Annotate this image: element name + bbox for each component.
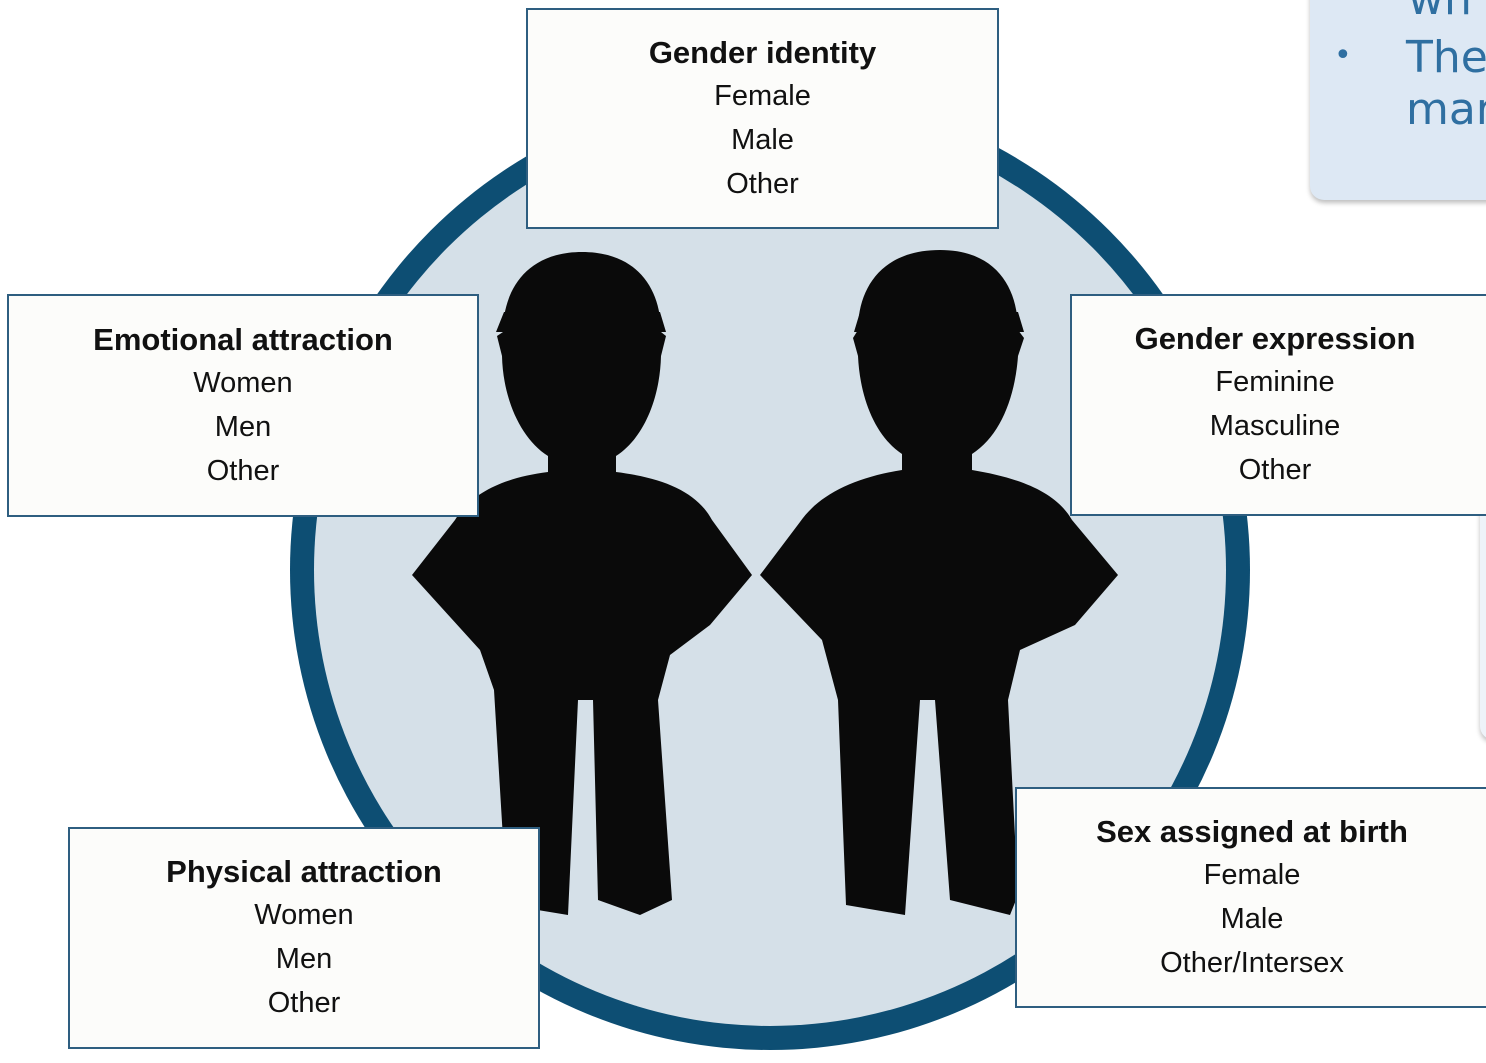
gender-identity-box: Gender identity Female Male Other: [526, 8, 999, 229]
physical-attraction-option: Other: [267, 987, 341, 1019]
physical-attraction-box: Physical attraction Women Men Other: [68, 827, 540, 1049]
emotional-attraction-title: Emotional attraction: [93, 321, 393, 357]
gender-identity-title: Gender identity: [648, 34, 877, 70]
sex-assigned-option: Other/Intersex: [1160, 946, 1344, 979]
emotional-attraction-option: Other: [206, 454, 280, 487]
physical-attraction-option: Women: [254, 899, 354, 931]
emotional-attraction-box: Emotional attraction Women Men Other: [7, 294, 479, 517]
emotional-attraction-option: Men: [214, 410, 272, 443]
gender-expression-box: Gender expression Feminine Masculine Oth…: [1070, 294, 1486, 516]
gender-identity-option: Female: [714, 79, 811, 112]
sex-assigned-option: Male: [1220, 902, 1284, 935]
slide-callout-top: wh • The mar: [1310, 0, 1486, 200]
slide-text-line-1: wh: [1408, 0, 1472, 28]
gender-expression-option: Other: [1238, 454, 1312, 486]
slide-text-line-2: The: [1406, 32, 1486, 83]
gender-expression-title: Gender expression: [1134, 321, 1416, 356]
gender-identity-option: Other: [726, 167, 799, 200]
sex-assigned-box: Sex assigned at birth Female Male Other/…: [1015, 787, 1486, 1008]
gender-expression-option: Feminine: [1215, 366, 1335, 398]
person-silhouette-right: [760, 250, 1118, 915]
gender-identity-option: Male: [731, 123, 794, 156]
emotional-attraction-option: Women: [193, 366, 293, 399]
sex-assigned-title: Sex assigned at birth: [1096, 813, 1408, 849]
slide-text-line-3: mar: [1406, 84, 1486, 135]
sex-assigned-option: Female: [1203, 858, 1301, 891]
physical-attraction-title: Physical attraction: [166, 854, 442, 889]
physical-attraction-option: Men: [275, 943, 333, 975]
slide-bullet-marker: •: [1334, 38, 1352, 73]
person-silhouette-left: [412, 252, 752, 915]
gender-expression-option: Masculine: [1209, 410, 1341, 442]
gender-expression-content: Gender expression Feminine Masculine Oth…: [1135, 318, 1416, 492]
slide-callout-right: [1480, 450, 1486, 740]
